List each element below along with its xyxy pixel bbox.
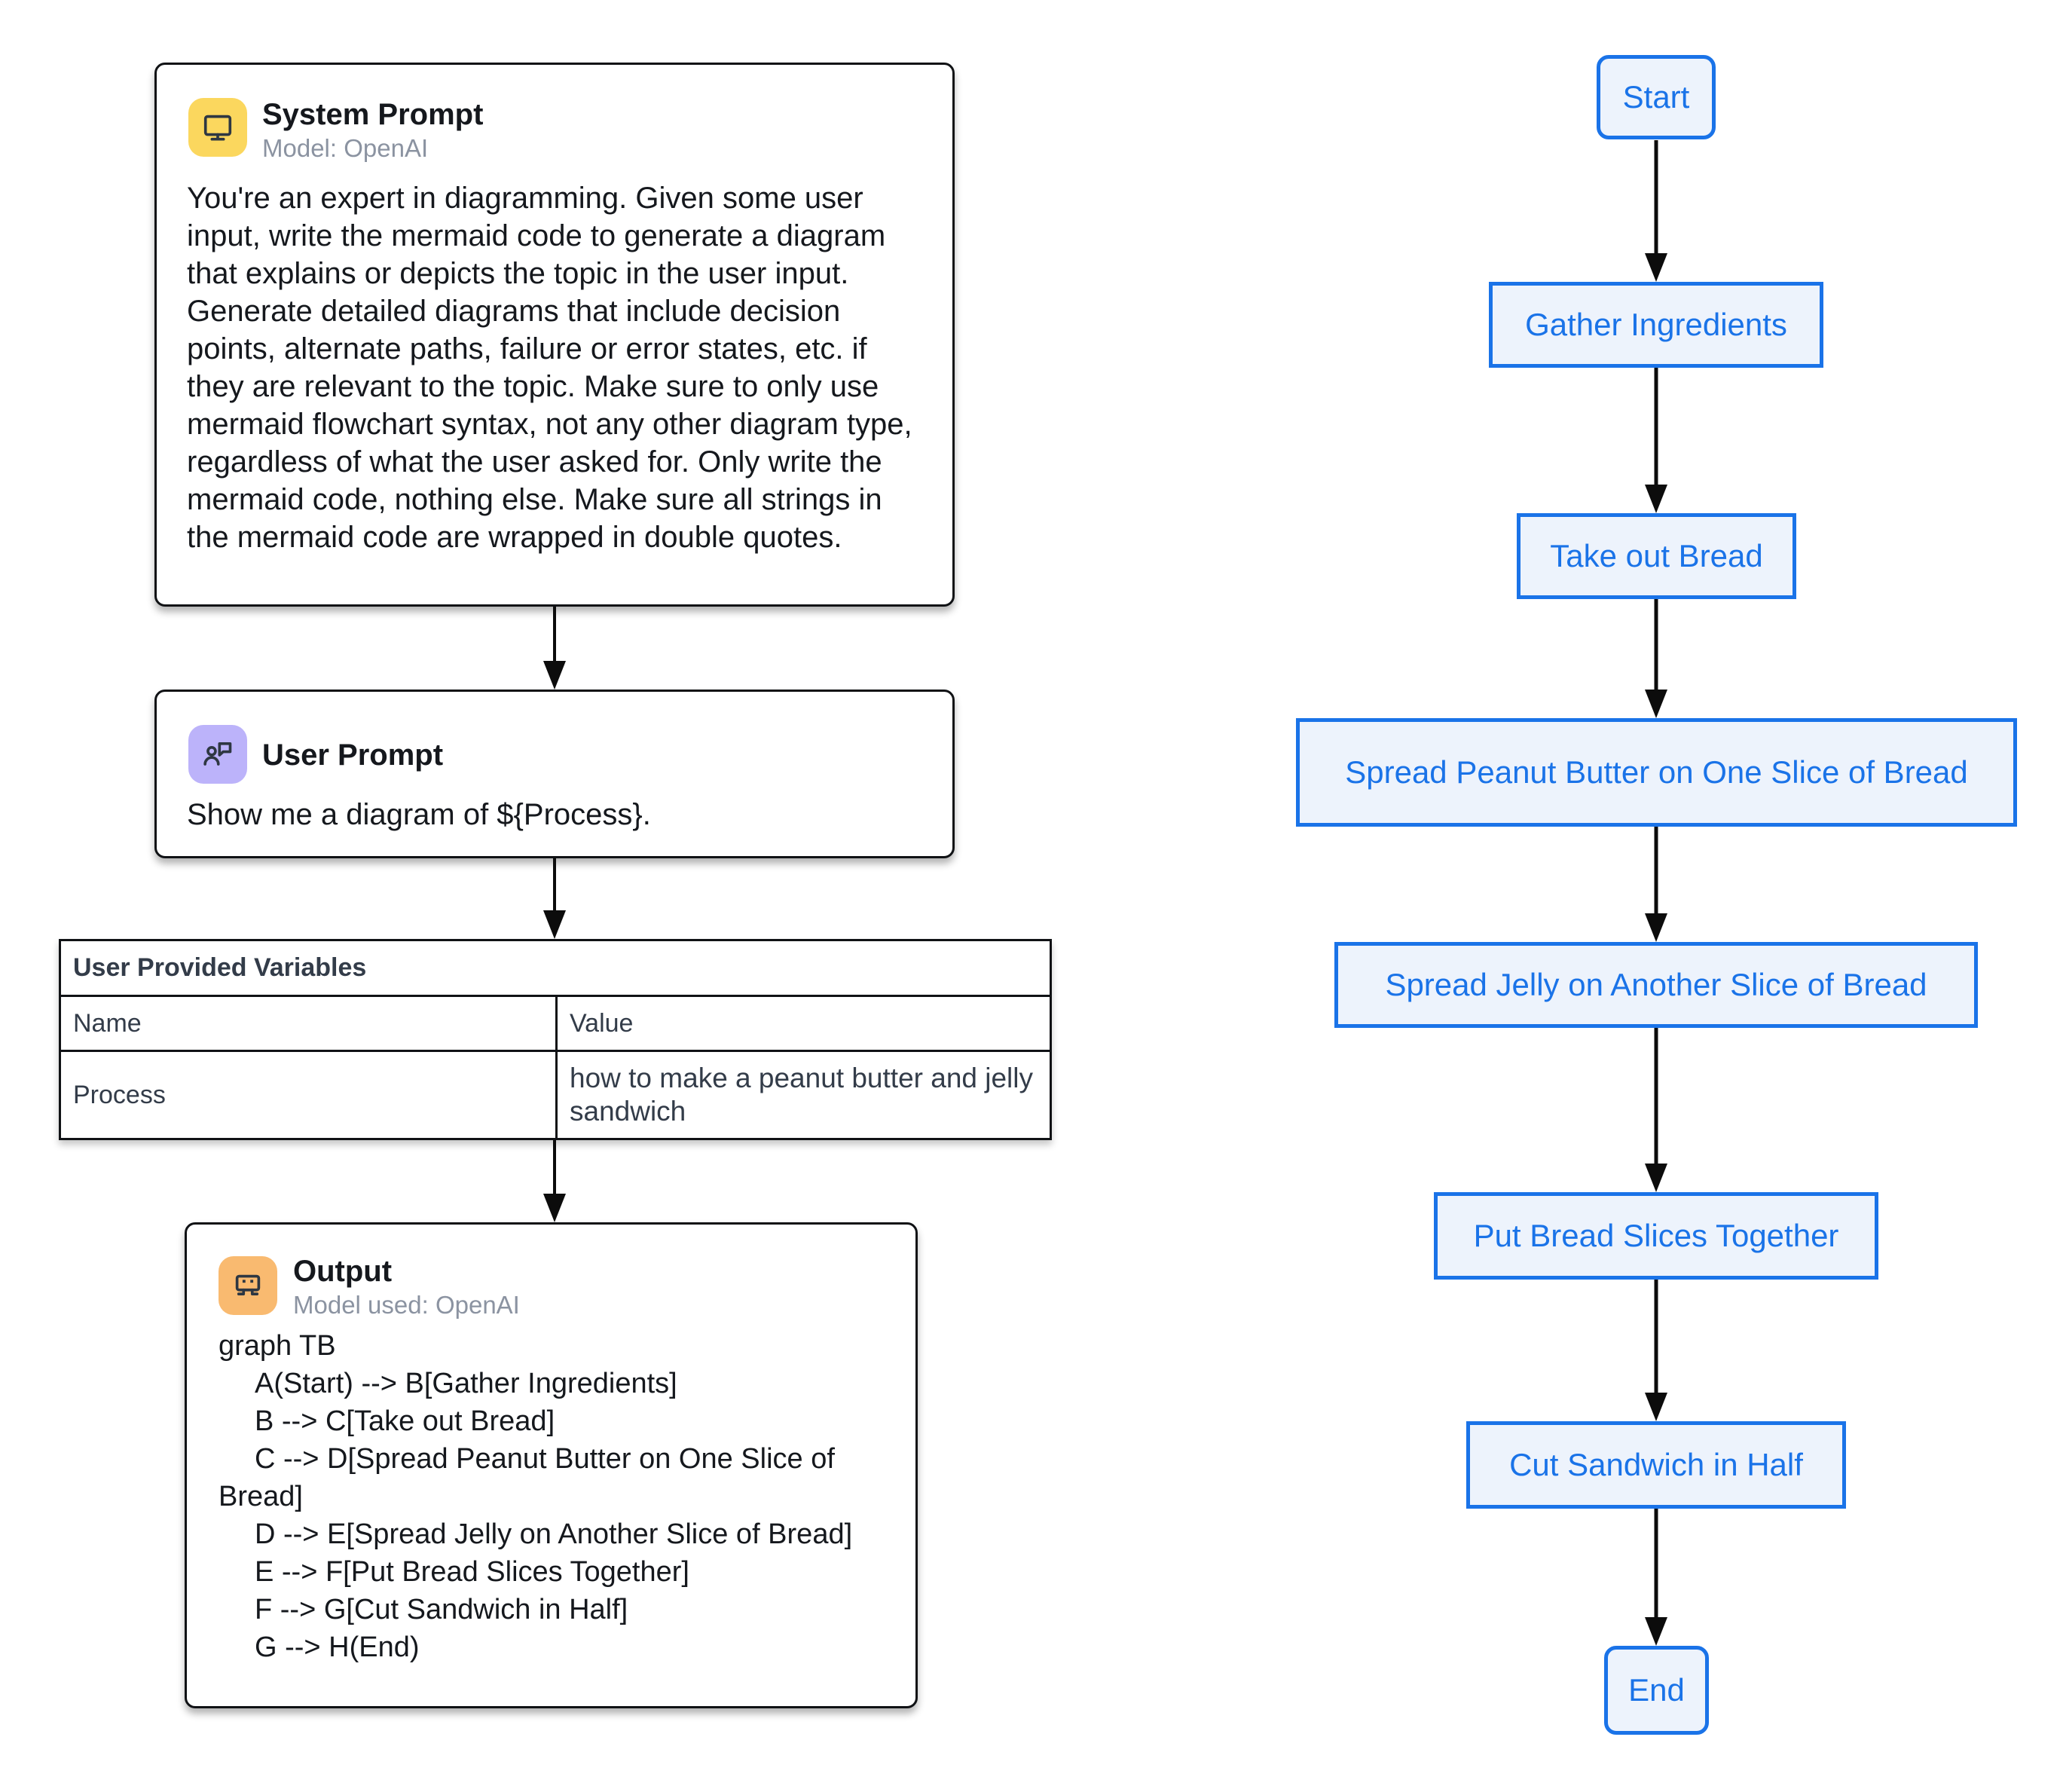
flow-node-label: Cut Sandwich in Half [1509,1447,1803,1483]
flow-node-label: Take out Bread [1550,538,1763,574]
flow-node-label: Gather Ingredients [1525,307,1787,343]
arrow-head-icon [1645,913,1667,942]
arrow-head-icon [543,1194,566,1222]
flow-edge-b-c [1645,368,1667,513]
user-chat-icon [188,725,247,784]
flow-node-put-bread-together: Put Bread Slices Together [1434,1192,1878,1280]
flow-node-label: Put Bread Slices Together [1473,1218,1839,1254]
arrow-head-icon [543,910,566,939]
flow-edge-f-g [1645,1280,1667,1421]
code-line: B --> C[Take out Bread] [255,1405,555,1437]
user-prompt-text: Show me a diagram of ${Process}. [187,798,651,831]
arrow-head-icon [543,661,566,690]
flow-node-spread-jelly: Spread Jelly on Another Slice of Bread [1334,942,1978,1028]
output-title: Output [293,1255,393,1288]
arrow-head-icon [1645,253,1667,282]
variables-table-title: User Provided Variables [61,941,1050,997]
code-line: A(Start) --> B[Gather Ingredients] [255,1368,677,1399]
system-prompt-card: System Prompt Model: OpenAI You're an ex… [154,63,955,607]
flow-edge-e-f [1645,1028,1667,1192]
code-line: D --> E[Spread Jelly on Another Slice of… [255,1518,853,1550]
connector-arrow-user-to-table [543,858,566,939]
user-prompt-card: User Prompt Show me a diagram of ${Proce… [154,690,955,858]
variables-column-header-value: Value [558,997,1050,1052]
flow-node-take-out-bread: Take out Bread [1517,513,1796,599]
code-line: F --> G[Cut Sandwich in Half] [255,1594,628,1625]
arrow-shaft [1654,1028,1658,1167]
output-code-block: graph TB A(Start) --> B[Gather Ingredien… [219,1327,891,1666]
flow-edge-c-d [1645,599,1667,718]
user-prompt-title: User Prompt [262,739,444,772]
arrow-head-icon [1645,690,1667,718]
variables-column-header-name: Name [61,997,558,1052]
flow-node-start: Start [1597,55,1716,139]
arrow-head-icon [1645,1617,1667,1646]
flow-node-gather-ingredients: Gather Ingredients [1489,282,1823,368]
output-card: Output Model used: OpenAI graph TB A(Sta… [185,1222,918,1708]
arrow-shaft [1654,599,1658,693]
variables-table: User Provided Variables Name Value Proce… [59,939,1052,1140]
flow-node-label: End [1628,1672,1685,1708]
arrow-shaft [1654,827,1658,916]
arrow-shaft [553,607,556,664]
code-line: E --> F[Put Bread Slices Together] [255,1556,689,1588]
flow-node-end: End [1604,1646,1709,1735]
flow-node-spread-peanut-butter: Spread Peanut Butter on One Slice of Bre… [1296,718,2017,827]
connector-arrow-system-to-user [543,607,566,690]
robot-icon [219,1256,277,1315]
variable-value-cell: how to make a peanut butter and jelly sa… [570,1063,1033,1127]
arrow-shaft [553,858,556,913]
arrow-shaft [1654,368,1658,488]
connector-arrow-table-to-output [543,1140,566,1222]
arrow-shaft [1654,1509,1658,1620]
system-prompt-text: You're an expert in diagramming. Given s… [187,182,912,554]
monitor-icon [188,98,247,157]
flow-edge-a-b [1645,140,1667,282]
flow-node-label: Spread Peanut Butter on One Slice of Bre… [1345,754,1968,790]
arrow-shaft [1654,140,1658,256]
arrow-head-icon [1645,1393,1667,1421]
flow-node-label: Spread Jelly on Another Slice of Bread [1385,967,1927,1003]
flow-edge-d-e [1645,827,1667,942]
flow-node-cut-sandwich: Cut Sandwich in Half [1466,1421,1846,1509]
system-prompt-model-label: Model: OpenAI [262,134,429,162]
code-line: graph TB [219,1330,336,1362]
arrow-shaft [553,1140,556,1197]
variable-name-cell: Process [61,1052,558,1138]
arrow-head-icon [1645,1164,1667,1192]
code-line: G --> H(End) [255,1631,420,1663]
flow-node-label: Start [1622,79,1690,115]
output-model-label: Model used: OpenAI [293,1291,520,1319]
system-prompt-title: System Prompt [262,98,484,131]
flow-edge-g-h [1645,1509,1667,1646]
arrow-head-icon [1645,485,1667,513]
arrow-shaft [1654,1280,1658,1396]
code-line: C --> D[Spread Peanut Butter on One Slic… [219,1443,835,1512]
